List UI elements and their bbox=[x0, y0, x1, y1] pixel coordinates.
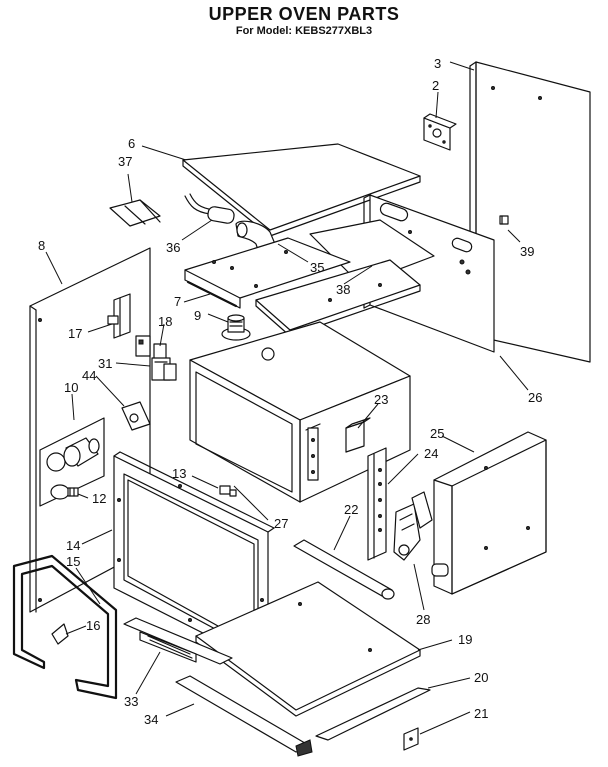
label-part-34: 34 bbox=[144, 712, 158, 727]
label-part-7: 7 bbox=[174, 294, 181, 309]
label-part-16: 16 bbox=[86, 618, 100, 633]
part-2-bracket bbox=[423, 113, 457, 151]
part-36-wire-harness bbox=[184, 193, 235, 224]
part-24-hinge-bracket bbox=[367, 447, 387, 561]
leader-lines bbox=[45, 61, 529, 735]
label-part-15: 15 bbox=[66, 554, 80, 569]
label-part-39: 39 bbox=[520, 244, 534, 259]
label-part-37: 37 bbox=[118, 154, 132, 169]
part-3-side-panel bbox=[469, 61, 591, 363]
label-part-9: 9 bbox=[194, 308, 201, 323]
label-part-2: 2 bbox=[432, 78, 439, 93]
part-17-bracket bbox=[107, 293, 131, 339]
label-part-27: 27 bbox=[274, 516, 288, 531]
label-part-31: 31 bbox=[98, 356, 112, 371]
label-part-36: 36 bbox=[166, 240, 180, 255]
label-part-8: 8 bbox=[38, 238, 45, 253]
part-10-light-housing bbox=[39, 417, 105, 507]
part-15-door-gasket bbox=[12, 554, 118, 700]
model-subtitle: For Model: KEBS277XBL3 bbox=[235, 25, 373, 37]
label-part-6: 6 bbox=[128, 136, 135, 151]
part-31-switch bbox=[151, 357, 177, 381]
label-part-12: 12 bbox=[92, 491, 106, 506]
part-13-clip bbox=[219, 485, 237, 497]
label-part-28: 28 bbox=[416, 612, 430, 627]
label-part-23: 23 bbox=[374, 392, 388, 407]
part-labels: 3 2 6 37 36 35 39 8 38 7 9 17 18 31 26 1… bbox=[38, 56, 542, 727]
label-part-10: 10 bbox=[64, 380, 78, 395]
part-37-bracket bbox=[109, 199, 161, 227]
label-part-14: 14 bbox=[66, 538, 80, 553]
label-part-19: 19 bbox=[458, 632, 472, 647]
part-20-strip bbox=[315, 687, 431, 741]
label-part-13: 13 bbox=[172, 466, 186, 481]
label-part-24: 24 bbox=[424, 446, 438, 461]
label-part-17: 17 bbox=[68, 326, 82, 341]
label-part-20: 20 bbox=[474, 670, 488, 685]
part-12-bulb bbox=[50, 484, 79, 500]
part-34-kick-plate bbox=[175, 675, 313, 757]
part-21-bracket bbox=[403, 727, 419, 751]
part-19-bottom-panel bbox=[195, 581, 421, 717]
label-part-38: 38 bbox=[336, 282, 350, 297]
label-part-33: 33 bbox=[124, 694, 138, 709]
label-part-44: 44 bbox=[82, 368, 96, 383]
part-7-top-plate bbox=[184, 237, 351, 309]
label-part-25: 25 bbox=[430, 426, 444, 441]
label-part-3: 3 bbox=[434, 56, 441, 71]
part-28-hinge bbox=[393, 491, 433, 561]
diagram-title: UPPER OVEN PARTS bbox=[208, 4, 400, 24]
part-44-socket-bracket bbox=[121, 401, 151, 431]
part-23-block bbox=[345, 417, 371, 453]
part-22-rod bbox=[293, 539, 395, 600]
part-9-sensor bbox=[221, 314, 251, 341]
part-16-latch bbox=[51, 623, 69, 645]
part-25-door-panel bbox=[431, 431, 547, 595]
part-33-vent-trim bbox=[123, 617, 233, 665]
label-part-26: 26 bbox=[528, 390, 542, 405]
label-part-18: 18 bbox=[158, 314, 172, 329]
part-39-clip bbox=[499, 215, 509, 225]
label-part-22: 22 bbox=[344, 502, 358, 517]
label-part-35: 35 bbox=[310, 260, 324, 275]
label-part-21: 21 bbox=[474, 706, 488, 721]
